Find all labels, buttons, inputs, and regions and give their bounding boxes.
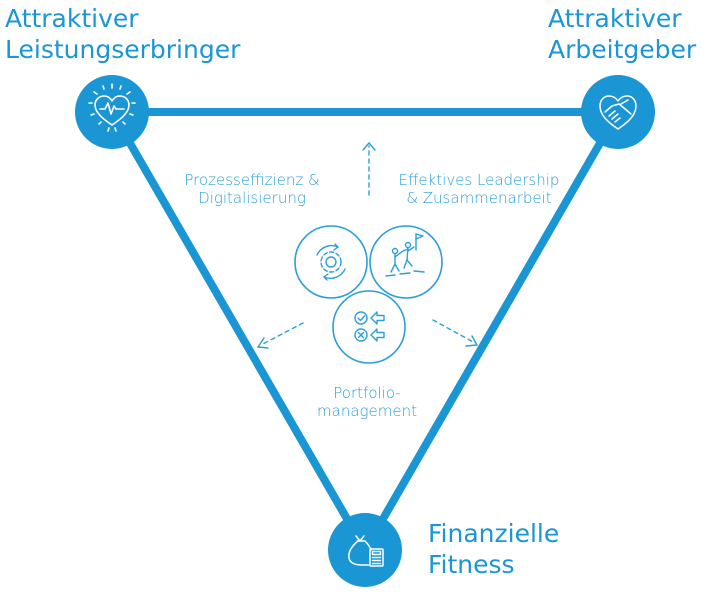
climbing-team-flag-icon	[385, 233, 425, 277]
label-effektives-leadership: Effektives Leadership & Zusammenarbeit	[388, 171, 570, 207]
label-attraktiver-leistungserbringer: Attraktiver Leistungserbringer	[5, 3, 240, 65]
gear-cycle-icon	[316, 243, 346, 281]
lever-portfolio[interactable]	[332, 290, 406, 364]
triangle-edges	[108, 108, 622, 554]
label-line: Fitness	[428, 550, 515, 579]
label-prozesseffizienz: Prozesseffizienz & Digitalisierung	[176, 171, 328, 207]
label-line: management	[317, 402, 417, 420]
label-line: Attraktiver	[5, 4, 139, 33]
label-line: Digitalisierung	[198, 189, 306, 207]
arrow-down-left	[256, 322, 304, 349]
money-bag-calculator-icon	[348, 535, 384, 567]
lever-leadership[interactable]	[369, 225, 443, 299]
handshake-heart-icon	[599, 95, 637, 130]
node-attraktiver-arbeitgeber[interactable]	[581, 75, 655, 149]
node-finanzielle-fitness[interactable]	[328, 513, 402, 587]
label-line: Attraktiver	[548, 4, 682, 33]
label-line: Effektives Leadership	[398, 171, 560, 189]
label-line: & Zusammenarbeit	[406, 189, 552, 207]
label-finanzielle-fitness: Finanzielle Fitness	[428, 518, 559, 580]
arrow-down-right	[432, 319, 479, 347]
label-line: Prozesseffizienz &	[184, 171, 320, 189]
label-line: Arbeitgeber	[548, 35, 697, 64]
arrow-up	[362, 141, 376, 196]
label-line: Portfolio-	[333, 384, 401, 402]
lever-process[interactable]	[294, 225, 368, 299]
label-line: Finanzielle	[428, 519, 560, 548]
label-line: Leistungserbringer	[5, 35, 241, 64]
check-cross-arrows-icon	[354, 311, 385, 342]
node-attraktiver-leistungserbringer[interactable]	[75, 75, 149, 149]
edge-left	[108, 108, 369, 554]
edge-right	[361, 108, 622, 554]
label-portfoliomanagement: Portfolio- management	[300, 384, 434, 420]
heart-pulse-icon	[88, 83, 136, 132]
label-attraktiver-arbeitgeber: Attraktiver Arbeitgeber	[548, 3, 696, 65]
